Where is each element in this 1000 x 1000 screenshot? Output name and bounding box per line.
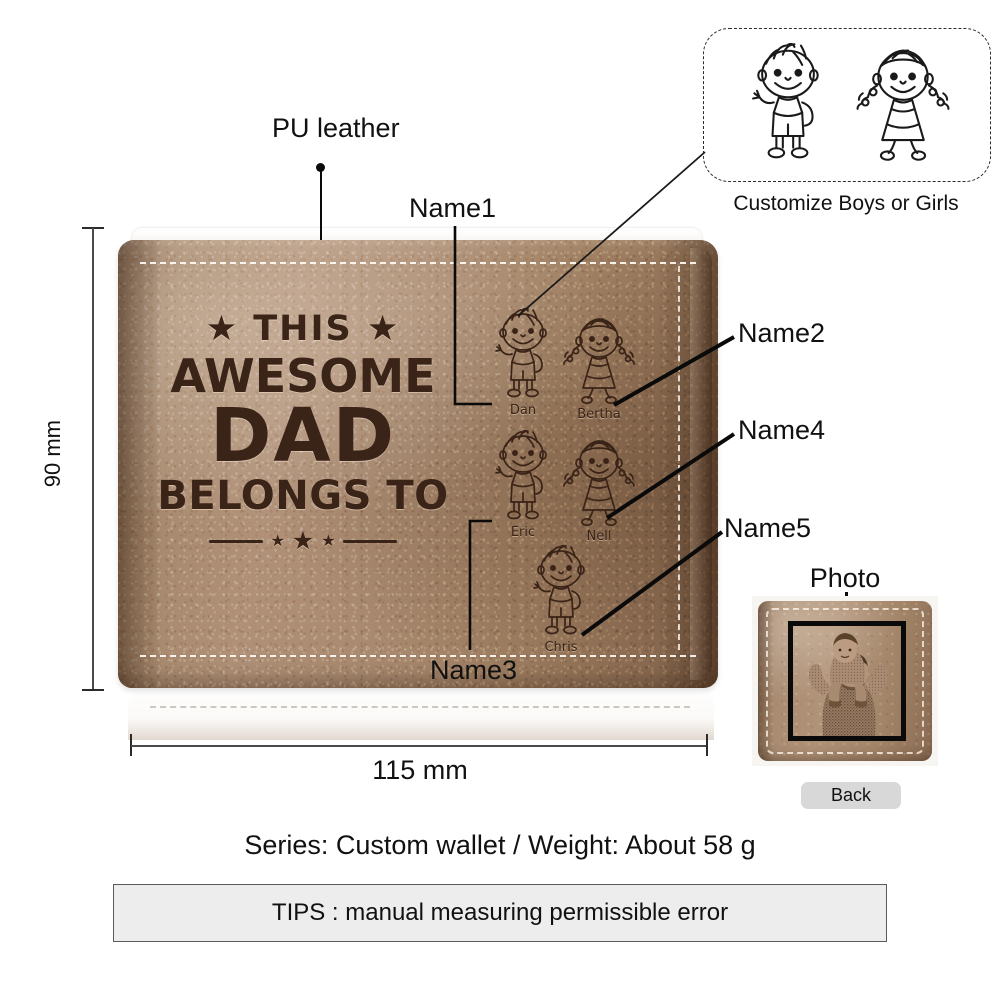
annotation-name4: Name4 <box>738 415 826 445</box>
star-icon-right: ★ <box>366 309 401 349</box>
wallet-spine <box>690 248 712 680</box>
family-figure-4: Nell <box>562 436 636 544</box>
family-name-2: Bertha <box>577 407 621 422</box>
family-name-1: Dan <box>509 403 537 418</box>
star-icon-small-left: ★ <box>270 533 285 551</box>
wallet-back-leather <box>758 601 932 761</box>
back-side-badge: Back <box>801 782 901 809</box>
divider-bar-right <box>342 539 397 543</box>
engraved-slogan: ★ THIS ★ AWESOME DAD BELONGS TO ★ ★ ★ <box>148 312 458 556</box>
stitching-right <box>678 266 680 650</box>
stitching-bottom <box>140 655 696 657</box>
dimension-line-horizontal <box>131 745 707 747</box>
family-name-3: Eric <box>510 525 536 540</box>
annotation-name1: Name1 <box>409 193 497 223</box>
boy-figure-icon <box>533 545 585 635</box>
slogan-line-belongs-to: BELONGS TO <box>157 473 449 520</box>
family-name-4: Nell <box>586 529 612 544</box>
annotation-name5: Name5 <box>724 513 812 543</box>
family-figure-2: Bertha <box>562 314 636 422</box>
wallet-front-view: ★ THIS ★ AWESOME DAD BELONGS TO ★ ★ ★ <box>118 228 718 688</box>
star-icon-left: ★ <box>205 309 240 349</box>
dimension-tick-bottom <box>82 689 104 691</box>
boy-figure-icon <box>495 430 547 520</box>
pu-leather-pointer-dot <box>316 163 325 172</box>
engraved-photo-artwork <box>793 626 901 736</box>
wallet-leather-body: ★ THIS ★ AWESOME DAD BELONGS TO ★ ★ ★ <box>118 240 718 688</box>
slogan-line-this: ★ THIS ★ <box>148 312 458 347</box>
divider-bar-left <box>209 539 264 543</box>
height-dimension-label: 90 mm <box>40 420 65 488</box>
stitching-top <box>140 262 696 264</box>
wallet-back-stitching <box>766 608 924 754</box>
slogan-star-divider: ★ ★ ★ <box>148 526 458 556</box>
star-icon-small-right: ★ <box>321 533 336 551</box>
girl-figure-icon <box>563 440 635 527</box>
wallet-reflection-stitching <box>150 706 690 708</box>
customize-callout-box <box>703 28 991 182</box>
girl-figure-icon <box>563 318 635 405</box>
boy-figure-icon <box>495 308 547 398</box>
girl-figure-icon <box>856 49 950 161</box>
callout-figures <box>704 29 990 181</box>
family-figure-1: Dan <box>486 308 560 418</box>
family-figure-5: Chris <box>524 545 598 655</box>
star-icon-large: ★ <box>291 527 315 556</box>
series-weight-line: Series: Custom wallet / Weight: About 58… <box>244 830 756 860</box>
father-and-child-engraving-icon <box>809 633 887 736</box>
family-figure-3: Eric <box>486 430 560 540</box>
photo-engrave-frame <box>788 621 906 741</box>
boy-figure-icon <box>752 43 819 159</box>
family-name-5: Chris <box>544 640 578 655</box>
photo-label: Photo <box>809 563 881 593</box>
wallet-reflection <box>128 688 714 740</box>
slogan-line-dad: DAD <box>209 393 397 479</box>
pu-leather-label: PU leather <box>272 113 400 143</box>
callout-caption: Customize Boys or Girls <box>733 192 959 215</box>
dimension-line-vertical <box>92 228 94 690</box>
width-dimension-label: 115 mm <box>372 755 468 785</box>
annotation-name2: Name2 <box>738 318 826 348</box>
tips-text: TIPS : manual measuring permissible erro… <box>271 899 729 926</box>
annotation-name3: Name3 <box>430 655 518 685</box>
pu-leather-leader-line <box>319 170 322 240</box>
tips-box: TIPS : manual measuring permissible erro… <box>113 884 887 942</box>
dimension-tick-right <box>706 734 708 756</box>
slogan-line-awesome: AWESOME <box>170 349 436 403</box>
wallet-left-shading <box>118 240 162 688</box>
slogan-text-this: THIS <box>253 309 353 349</box>
